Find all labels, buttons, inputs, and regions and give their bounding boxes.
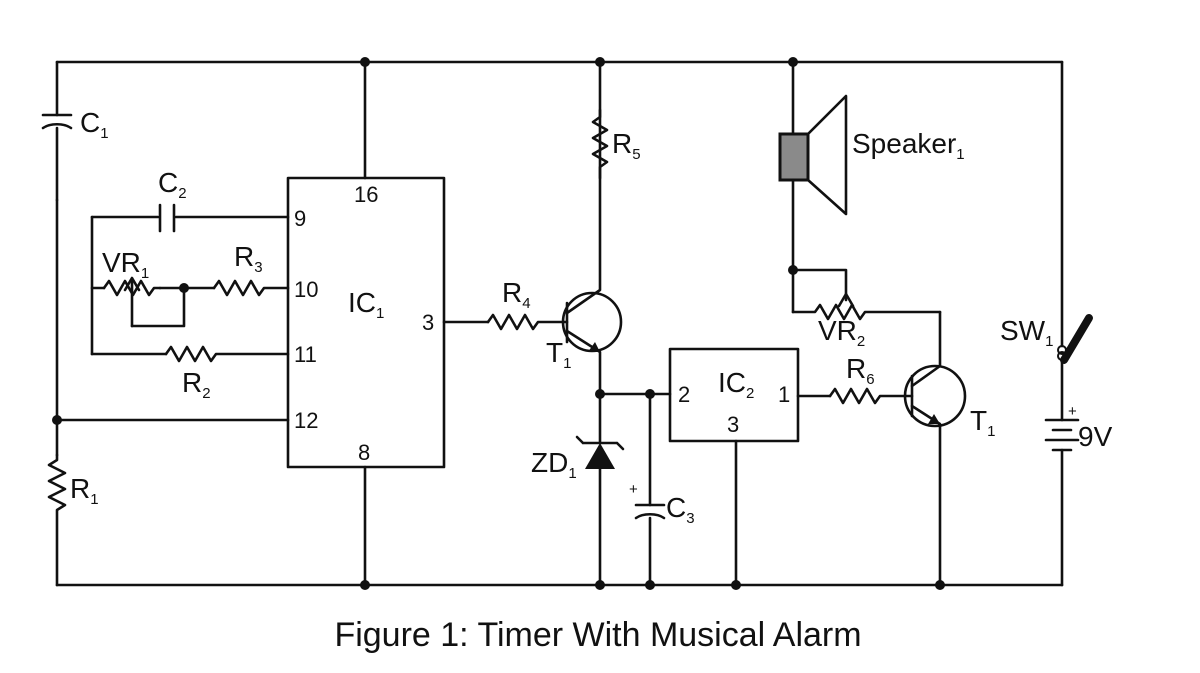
transistor-t1-right bbox=[903, 310, 967, 587]
label-battery: 9V bbox=[1078, 421, 1113, 452]
wire-vr2-wiper bbox=[791, 268, 848, 302]
label-r3: R3 bbox=[234, 241, 263, 276]
label-r2: R2 bbox=[182, 367, 211, 402]
capacitor-c3 bbox=[634, 392, 666, 587]
label-r4: R4 bbox=[502, 277, 531, 312]
junction-vr1-wiper bbox=[179, 283, 189, 293]
junction-speaker-vcc bbox=[788, 57, 798, 67]
junction-zd1-gnd bbox=[595, 580, 605, 590]
ic2-pin-2: 2 bbox=[678, 382, 690, 407]
figure-caption: Figure 1: Timer With Musical Alarm bbox=[334, 616, 861, 654]
ic2-pin-1: 1 bbox=[778, 382, 790, 407]
label-c2: C2 bbox=[158, 167, 187, 202]
capacitor-c1 bbox=[41, 60, 73, 202]
label-r5: R5 bbox=[612, 128, 641, 163]
label-vr2: VR2 bbox=[818, 315, 865, 350]
resistor-r1 bbox=[47, 453, 67, 587]
resistor-r4 bbox=[486, 313, 569, 331]
junction-ic1-gnd bbox=[360, 580, 370, 590]
resistor-r3 bbox=[212, 279, 290, 297]
resistor-r6 bbox=[828, 387, 914, 405]
speaker-icon bbox=[778, 94, 848, 216]
zener-zd1 bbox=[575, 392, 625, 587]
ic1-pin-12: 12 bbox=[294, 408, 318, 433]
capacitor-c2 bbox=[158, 203, 176, 233]
ic1-pin-8: 8 bbox=[358, 440, 370, 465]
junction-t1r-gnd bbox=[935, 580, 945, 590]
label-zd1: ZD1 bbox=[531, 447, 577, 482]
battery-icon bbox=[1044, 418, 1080, 587]
label-t1-left: T1 bbox=[546, 337, 571, 372]
junction-c3-gnd bbox=[645, 580, 655, 590]
label-r1: R1 bbox=[70, 473, 99, 508]
label-c1: C1 bbox=[80, 107, 109, 142]
c3-polarity: + bbox=[629, 481, 638, 498]
potentiometer-vr2 bbox=[791, 292, 942, 321]
label-t1-right: T1 bbox=[970, 405, 995, 440]
label-r6: R6 bbox=[846, 353, 875, 388]
label-ic2: IC2 bbox=[718, 367, 754, 402]
junction-ic2-gnd bbox=[731, 580, 741, 590]
resistor-r5 bbox=[591, 108, 609, 180]
label-vr1: VR1 bbox=[102, 247, 149, 282]
potentiometer-vr1 bbox=[102, 276, 186, 328]
ic1-pin-11: 11 bbox=[294, 342, 317, 367]
ic1-pin-16: 16 bbox=[354, 182, 378, 207]
ic1-pin-9: 9 bbox=[294, 206, 306, 231]
label-c3: C3 bbox=[666, 492, 695, 527]
label-ic1: IC1 bbox=[348, 287, 384, 322]
label-speaker: Speaker1 bbox=[852, 128, 965, 163]
junction-ic1-vcc bbox=[360, 57, 370, 67]
resistor-r2 bbox=[164, 345, 290, 363]
switch-sw1 bbox=[1057, 314, 1093, 422]
junction-t1-collector bbox=[595, 57, 605, 67]
transistor-t1-left bbox=[561, 60, 623, 396]
ic1-pin-3: 3 bbox=[422, 310, 434, 335]
label-sw1: SW1 bbox=[1000, 315, 1053, 350]
battery-polarity: + bbox=[1068, 403, 1077, 420]
ic2-pin-3: 3 bbox=[727, 412, 739, 437]
ic1-pin-10: 10 bbox=[294, 277, 318, 302]
